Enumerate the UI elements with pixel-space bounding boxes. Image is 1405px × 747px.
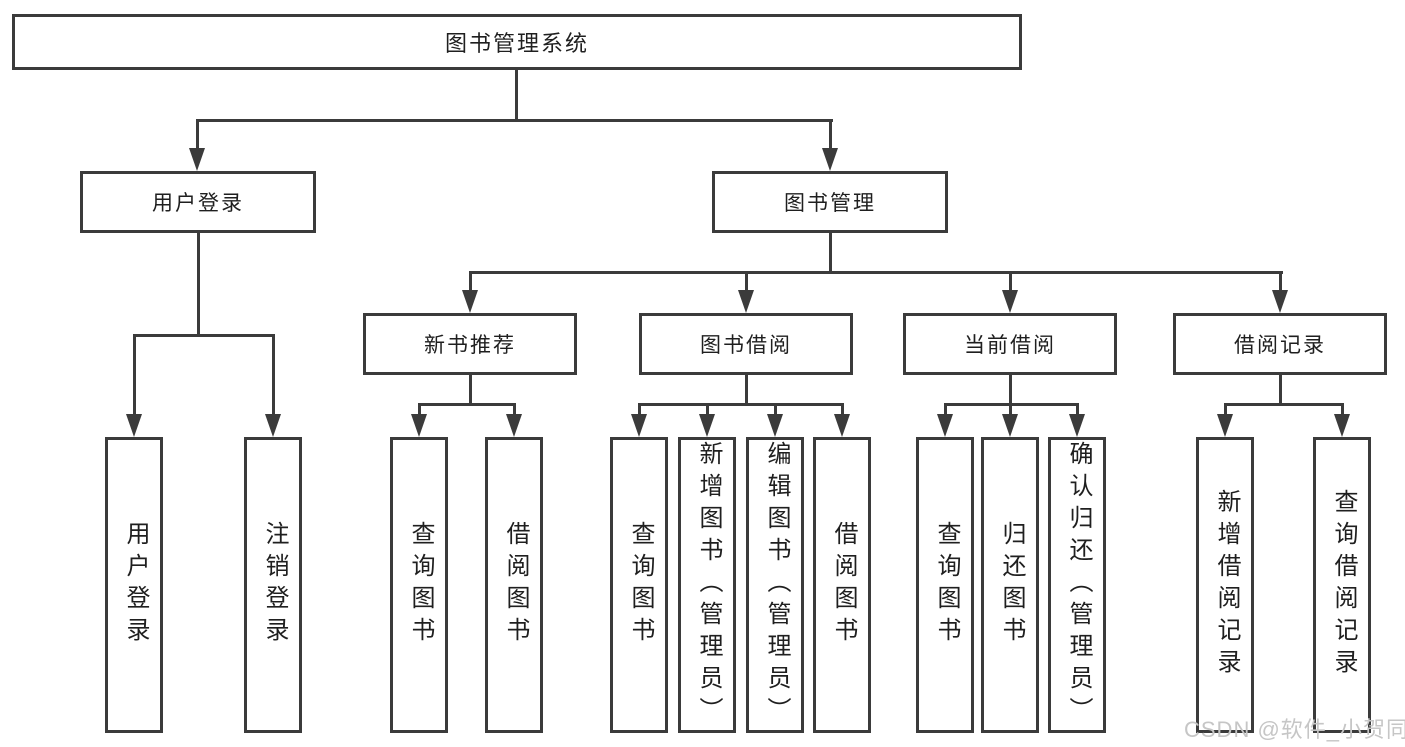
arrow-down-icon — [699, 414, 715, 437]
leaf-query-borrow-record: 查询借阅记录 — [1313, 437, 1371, 733]
node-book-management: 图书管理 — [712, 171, 948, 233]
connector-line — [133, 334, 136, 416]
connector-line — [1009, 403, 1012, 416]
arrow-down-icon — [834, 414, 850, 437]
connector-line — [196, 119, 833, 122]
arrow-down-icon — [822, 148, 838, 171]
arrow-down-icon — [1334, 414, 1350, 437]
node-root: 图书管理系统 — [12, 14, 1022, 70]
arrow-down-icon — [189, 148, 205, 171]
arrow-down-icon — [265, 414, 281, 437]
connector-line — [745, 375, 748, 406]
connector-line — [638, 403, 641, 416]
arrow-down-icon — [1069, 414, 1085, 437]
leaf-query-books-borrow: 查询图书 — [610, 437, 668, 733]
leaf-borrow-books-recommend: 借阅图书 — [485, 437, 543, 733]
node-book-borrow: 图书借阅 — [639, 313, 853, 375]
connector-line — [1279, 375, 1282, 406]
arrow-down-icon — [462, 290, 478, 313]
node-borrow-records: 借阅记录 — [1173, 313, 1387, 375]
node-current-borrow: 当前借阅 — [903, 313, 1117, 375]
leaf-add-borrow-record: 新增借阅记录 — [1196, 437, 1254, 733]
watermark: CSDN @软件_小贺同学 — [1184, 717, 1405, 742]
arrow-down-icon — [937, 414, 953, 437]
connector-line — [513, 403, 516, 416]
arrow-down-icon — [1217, 414, 1233, 437]
arrow-down-icon — [1002, 290, 1018, 313]
node-new-book-recommend: 新书推荐 — [363, 313, 577, 375]
connector-line — [638, 403, 843, 406]
arrow-down-icon — [767, 414, 783, 437]
connector-line — [829, 233, 832, 274]
connector-line — [944, 403, 947, 416]
connector-line — [1341, 403, 1344, 416]
leaf-add-books-admin: 新增图书（管理员） — [678, 437, 736, 733]
leaf-return-books: 归还图书 — [981, 437, 1039, 733]
arrow-down-icon — [1002, 414, 1018, 437]
arrow-down-icon — [631, 414, 647, 437]
arrow-down-icon — [126, 414, 142, 437]
connector-line — [197, 233, 200, 337]
connector-line — [745, 271, 748, 292]
connector-line — [1009, 271, 1012, 292]
connector-line — [469, 375, 472, 406]
leaf-confirm-return-admin: 确认归还（管理员） — [1048, 437, 1106, 733]
arrow-down-icon — [506, 414, 522, 437]
connector-line — [774, 403, 777, 416]
connector-line — [1224, 403, 1227, 416]
connector-line — [1009, 375, 1012, 406]
leaf-edit-books-admin: 编辑图书（管理员） — [746, 437, 804, 733]
connector-line — [1279, 271, 1282, 292]
node-user-login: 用户登录 — [80, 171, 316, 233]
arrow-down-icon — [1272, 290, 1288, 313]
connector-line — [196, 119, 199, 150]
arrow-down-icon — [411, 414, 427, 437]
connector-line — [418, 403, 421, 416]
connector-line — [515, 68, 518, 121]
connector-line — [829, 119, 832, 150]
leaf-logout: 注销登录 — [244, 437, 302, 733]
connector-line — [418, 403, 516, 406]
leaf-query-books-recommend: 查询图书 — [390, 437, 448, 733]
arrow-down-icon — [738, 290, 754, 313]
connector-line — [469, 271, 1283, 274]
leaf-query-books-current: 查询图书 — [916, 437, 974, 733]
connector-line — [133, 334, 275, 337]
leaf-user-login: 用户登录 — [105, 437, 163, 733]
connector-line — [1224, 403, 1343, 406]
leaf-borrow-books: 借阅图书 — [813, 437, 871, 733]
connector-line — [469, 271, 472, 292]
connector-line — [1076, 403, 1079, 416]
connector-line — [272, 334, 275, 416]
connector-line — [841, 403, 844, 416]
connector-line — [706, 403, 709, 416]
